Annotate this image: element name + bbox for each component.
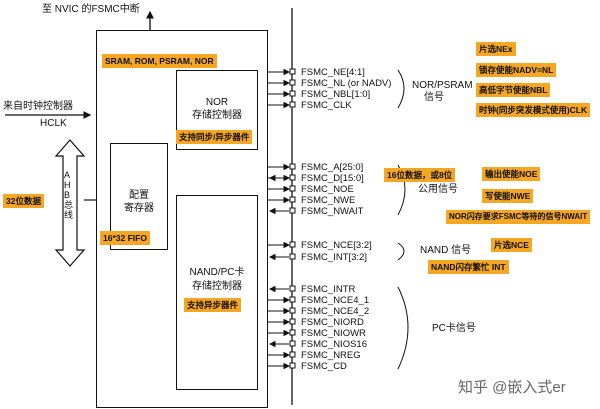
nor-tag-2: 高低字节使能NBL: [476, 83, 551, 97]
nor-brace: [397, 69, 405, 109]
nand-tag-1: NAND闪存繁忙 INT: [428, 260, 509, 274]
nand-async-tag: 支持异步器件: [184, 298, 242, 312]
nor-sync-tag: 支持同步/异步器件: [176, 130, 253, 144]
common-signal-arrows: [268, 163, 291, 215]
signal-pc-1: FSMC_NCE4_1: [301, 295, 370, 306]
nand-group-label: NAND 信号: [420, 245, 472, 256]
signal-common-3: FSMC_NWE: [301, 195, 356, 206]
nor-signal-arrows: [268, 68, 291, 109]
common-tag-1: 输出使能NOE: [482, 167, 541, 181]
nor-tag-0: 片选NEx: [476, 42, 516, 56]
pin-squares: [289, 68, 296, 369]
fifo-tag: 16*32 FIFO: [100, 231, 150, 245]
watermark: 知乎 @嵌入式er: [458, 379, 566, 396]
signal-nor-2: FSMC_NBL[1:0]: [301, 89, 371, 100]
memory-types-tag: SRAM, ROM, PSRAM, NOR: [102, 54, 217, 68]
config-label-1: 配置: [129, 190, 149, 201]
nand-title-2: 存储控制器: [192, 281, 242, 292]
ahb-bus-arrow: [54, 139, 86, 267]
signal-nor-0: FSMC_NE[4:1]: [301, 67, 365, 78]
pc-signal-arrows: [268, 285, 291, 370]
signal-common-1: FSMC_D[15:0]: [301, 173, 364, 184]
nor-title-2: 存储控制器: [192, 110, 242, 121]
nor-group-label-2: 信号: [424, 92, 444, 103]
signal-pc-6: FSMC_NREG: [301, 350, 361, 361]
nand-brace: [397, 242, 405, 261]
signal-nand-1: FSMC_INT[3:2]: [301, 252, 367, 263]
nand-signal-arrows: [268, 241, 291, 261]
bus-width-tag: 32位数据: [3, 194, 44, 208]
signal-common-0: FSMC_A[25:0]: [301, 162, 364, 173]
signal-pc-4: FSMC_NIOWR: [301, 328, 366, 339]
signal-pc-7: FSMC_CD: [301, 361, 347, 372]
nand-tag-0: 片选NCE: [491, 238, 532, 252]
nor-group-label-1: NOR/PSRAM: [412, 80, 473, 91]
nand-pc-controller-box: [176, 195, 258, 390]
nor-title-1: NOR: [205, 97, 229, 108]
pc-brace: [397, 286, 409, 370]
hclk-label: HCLK: [40, 118, 67, 129]
signal-pc-3: FSMC_NIORD: [301, 317, 364, 328]
nvic-label: 至 NVIC 的FSMC中断: [42, 4, 140, 15]
signal-nor-3: FSMC_CLK: [301, 100, 352, 111]
common-tag-0: 16位数据，或8位: [384, 168, 456, 182]
common-group-label: 公用信号: [418, 184, 458, 195]
pc-group-label: PC卡信号: [432, 323, 476, 334]
clock-source-label: 来自时钟控制器: [3, 101, 73, 112]
signal-common-4: FSMC_NWAIT: [301, 206, 364, 217]
signal-pc-0: FSMC_INTR: [301, 284, 356, 295]
nand-title-1: NAND/PC卡: [189, 267, 245, 278]
signal-nor-1: FSMC_NL (or NADV): [301, 78, 392, 89]
common-tag-3: NOR闪存要求FSMC等待的信号NWAIT: [446, 210, 591, 224]
config-label-2: 寄存器: [124, 203, 154, 214]
nor-tag-3: 时钟(同步突发模式使用)CLK: [476, 103, 591, 117]
signal-common-2: FSMC_NOE: [301, 184, 354, 195]
common-tag-2: 写使能NWE: [482, 189, 534, 203]
signal-nand-0: FSMC_NCE[3:2]: [301, 240, 372, 251]
signal-pc-5: FSMC_NIOS16: [301, 339, 367, 350]
nor-tag-1: 锁存使能NADV=NL: [476, 63, 557, 77]
ahb-bus-label: AHB总线: [64, 170, 74, 220]
signal-pc-2: FSMC_NCE4_2: [301, 306, 370, 317]
